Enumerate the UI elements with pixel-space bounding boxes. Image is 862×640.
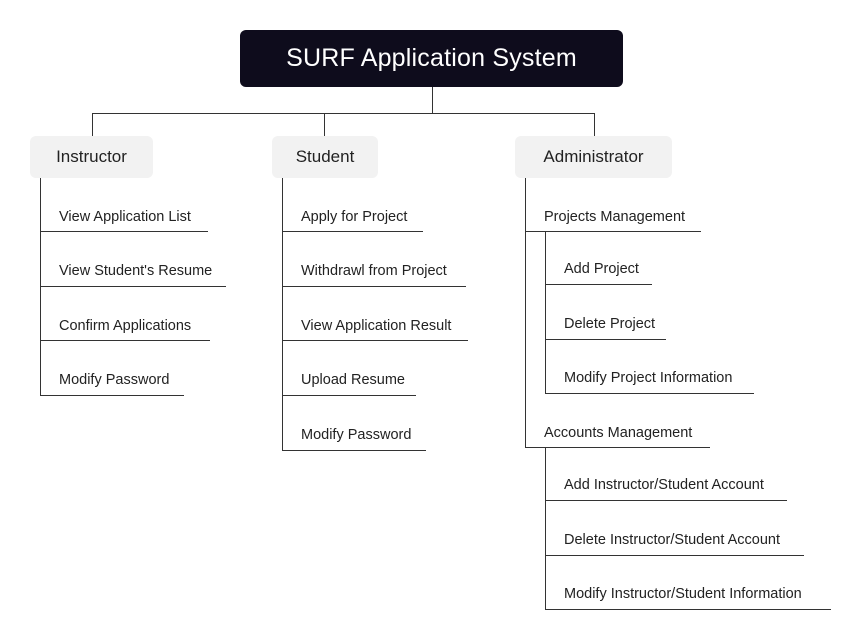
student-item-underline <box>282 231 423 232</box>
administrator-node: Administrator <box>515 136 672 178</box>
administrator-branch-line <box>525 178 526 448</box>
admin-accounts-management-underline <box>525 447 710 448</box>
accounts-item-underline <box>545 609 831 610</box>
instructor-item-confirm-applications: Confirm Applications <box>59 318 192 334</box>
administrator-label: Administrator <box>543 147 644 166</box>
accounts-item-underline <box>545 500 787 501</box>
accounts-item-delete-account: Delete Instructor/Student Account <box>564 532 781 548</box>
student-node: Student <box>272 136 378 178</box>
student-item-underline <box>282 286 466 287</box>
student-item-modify-password: Modify Password <box>301 427 412 443</box>
instructor-item-modify-password: Modify Password <box>59 372 170 388</box>
student-item-underline <box>282 340 468 341</box>
instructor-item-underline <box>40 395 184 396</box>
connector-horizontal-bar <box>92 113 595 114</box>
projects-branch-line <box>545 231 546 394</box>
connector-root-down <box>432 87 433 114</box>
connector-to-student <box>324 113 325 136</box>
student-item-withdrawl-from-project: Withdrawl from Project <box>301 263 447 279</box>
instructor-node: Instructor <box>30 136 153 178</box>
projects-item-underline <box>545 284 652 285</box>
admin-accounts-management-label: Accounts Management <box>544 425 693 441</box>
student-item-underline <box>282 450 426 451</box>
accounts-item-add-account: Add Instructor/Student Account <box>564 477 764 493</box>
instructor-item-view-application-list: View Application List <box>59 209 191 225</box>
admin-projects-management-underline <box>525 231 701 232</box>
projects-item-delete-project: Delete Project <box>564 316 656 332</box>
accounts-branch-line <box>545 447 546 609</box>
accounts-item-modify-information: Modify Instructor/Student Information <box>564 586 802 602</box>
student-item-view-application-result: View Application Result <box>301 318 452 334</box>
root-title: SURF Application System <box>286 44 577 72</box>
projects-item-underline <box>545 339 666 340</box>
connector-to-instructor <box>92 113 93 136</box>
instructor-item-underline <box>40 340 210 341</box>
student-label: Student <box>295 147 355 166</box>
instructor-item-underline <box>40 231 208 232</box>
connector-to-administrator <box>594 113 595 136</box>
instructor-label: Instructor <box>56 147 127 166</box>
instructor-item-underline <box>40 286 226 287</box>
projects-item-modify-project-information: Modify Project Information <box>564 370 733 386</box>
accounts-item-underline <box>545 555 804 556</box>
student-item-upload-resume: Upload Resume <box>301 372 405 388</box>
projects-item-add-project: Add Project <box>564 261 639 277</box>
student-item-underline <box>282 395 416 396</box>
student-branch-line <box>282 178 283 450</box>
root-node: SURF Application System <box>240 30 623 87</box>
projects-item-underline <box>545 393 754 394</box>
admin-projects-management-label: Projects Management <box>544 209 686 225</box>
student-item-apply-for-project: Apply for Project <box>301 209 408 225</box>
instructor-item-view-student-resume: View Student's Resume <box>59 263 213 279</box>
